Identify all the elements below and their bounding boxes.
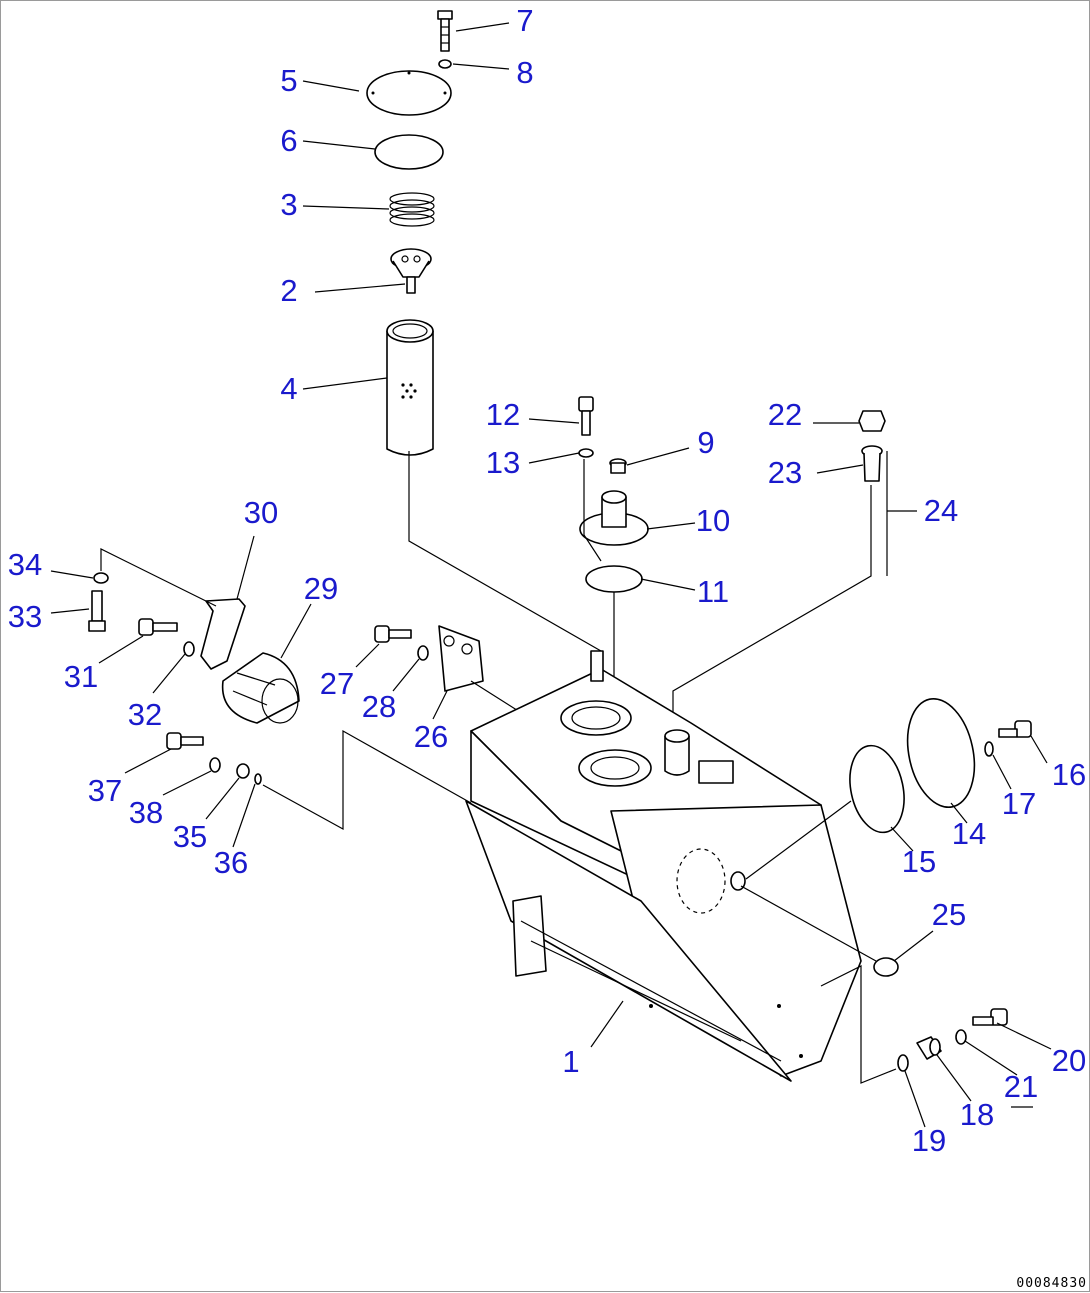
callout-22: 22 xyxy=(768,397,802,432)
callout-33: 33 xyxy=(8,599,42,634)
part-washer-32 xyxy=(183,641,195,657)
callout-38: 38 xyxy=(129,795,163,830)
part-plug-25 xyxy=(873,957,899,977)
callout-26: 26 xyxy=(414,719,448,754)
part-bolt-16 xyxy=(998,720,1032,738)
part-filter-29 xyxy=(221,652,300,724)
callout-18: 18 xyxy=(960,1097,994,1132)
callout-1: 1 xyxy=(562,1044,579,1079)
part-bolt-37 xyxy=(166,732,204,750)
part-washer-34 xyxy=(93,572,109,584)
callout-32: 32 xyxy=(128,697,162,732)
callout-24: 24 xyxy=(924,493,958,528)
callout-16: 16 xyxy=(1052,757,1086,792)
callout-19: 19 xyxy=(912,1123,946,1158)
callout-7: 7 xyxy=(516,3,533,38)
callout-4: 4 xyxy=(280,371,297,406)
drawing-code: 00084830 xyxy=(1016,1276,1087,1291)
part-bolt-12 xyxy=(578,396,594,436)
part-valve-2 xyxy=(390,248,432,294)
callout-37: 37 xyxy=(88,773,122,808)
assembly-line-34 xyxy=(100,548,217,607)
callout-34: 34 xyxy=(8,547,42,582)
callout-2: 2 xyxy=(280,273,297,308)
part-element-4 xyxy=(386,319,434,456)
callout-17: 17 xyxy=(1002,786,1036,821)
part-oring-19 xyxy=(897,1054,909,1072)
callout-30: 30 xyxy=(244,495,278,530)
callout-8: 8 xyxy=(516,55,533,90)
leader-lines xyxy=(50,22,1052,1128)
callout-27: 27 xyxy=(320,666,354,701)
part-cap-22 xyxy=(858,410,886,432)
callout-13: 13 xyxy=(486,445,520,480)
callout-10: 10 xyxy=(696,503,730,538)
part-washer-21 xyxy=(955,1029,967,1045)
part-bolt-31 xyxy=(138,618,178,636)
callout-21: 21 xyxy=(1004,1069,1038,1104)
part-oring-6 xyxy=(374,134,444,170)
assembly-line-19 xyxy=(820,965,897,1084)
assembly-line-4 xyxy=(408,451,602,652)
part-bolt-7 xyxy=(437,10,453,52)
part-washer-38 xyxy=(209,757,221,773)
callout-29: 29 xyxy=(304,571,338,606)
part-tank-1 xyxy=(465,650,862,1082)
part-bolt-20 xyxy=(972,1008,1008,1026)
callout-11: 11 xyxy=(697,574,729,609)
part-nut-35 xyxy=(236,763,250,779)
callout-3: 3 xyxy=(280,187,297,222)
part-bracket-26 xyxy=(438,625,484,692)
callout-20: 20 xyxy=(1052,1043,1086,1078)
part-cover-14 xyxy=(906,697,976,809)
callout-36: 36 xyxy=(214,845,248,880)
callout-31: 31 xyxy=(64,659,98,694)
callout-labels: 7856324121391011222324303433293132272826… xyxy=(8,3,1086,1158)
assembly-line-15 xyxy=(745,800,852,880)
part-washer-17 xyxy=(984,741,994,757)
callout-23: 23 xyxy=(768,455,802,490)
part-oring-11 xyxy=(585,565,643,593)
part-valve-18 xyxy=(916,1036,942,1060)
callout-9: 9 xyxy=(697,425,714,460)
assembly-line-23 xyxy=(672,485,872,731)
part-washer-8 xyxy=(438,59,452,69)
callout-25: 25 xyxy=(932,897,966,932)
assembly-line-36 xyxy=(262,729,472,831)
callout-6: 6 xyxy=(280,123,297,158)
part-flange-10 xyxy=(579,490,649,546)
part-bolt-33 xyxy=(88,590,106,632)
callout-5: 5 xyxy=(280,63,297,98)
callout-12: 12 xyxy=(486,397,520,432)
callout-28: 28 xyxy=(362,689,396,724)
part-cover-5 xyxy=(366,70,452,116)
part-washer-13 xyxy=(578,448,594,458)
part-spring-3 xyxy=(389,192,435,227)
part-washer-36 xyxy=(254,773,262,785)
part-adapter-23 xyxy=(861,445,883,482)
callout-15: 15 xyxy=(902,844,936,879)
part-gasket-15 xyxy=(849,744,905,834)
callout-35: 35 xyxy=(173,819,207,854)
assembly-line-12 xyxy=(583,459,602,562)
assembly-line-25 xyxy=(740,885,877,962)
part-bracket-30 xyxy=(200,598,246,670)
callout-14: 14 xyxy=(952,816,986,851)
part-washer-28 xyxy=(417,645,429,661)
part-plug-9 xyxy=(609,458,627,474)
part-bolt-27 xyxy=(374,625,412,643)
